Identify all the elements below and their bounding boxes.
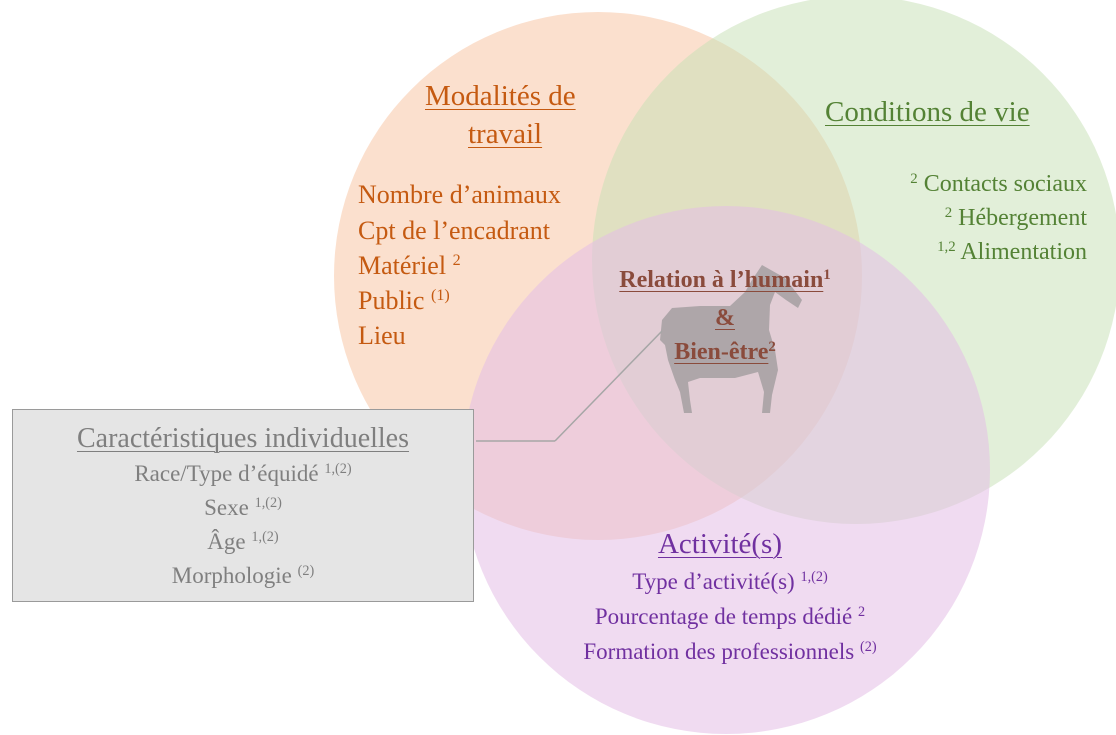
- horse-icon: [660, 265, 802, 413]
- modalites-title-line2: travail: [468, 118, 543, 150]
- individual-item: Race/Type d’équidé 1,(2): [134, 461, 352, 486]
- modalites-item: Cpt de l’encadrant: [358, 216, 551, 245]
- center-label-line1: Relation à l’humain1: [619, 266, 831, 293]
- center-label-line2: &: [715, 305, 735, 331]
- activites-item: Type d’activité(s) 1,(2): [632, 569, 828, 594]
- conditions-item: 2 Hébergement: [944, 204, 1087, 231]
- activites-item: Pourcentage de temps dédié 2: [594, 604, 866, 629]
- connector-line-diagonal: [554, 330, 663, 442]
- center-label-line3: Bien-être2: [674, 338, 776, 365]
- modalites-item: Lieu: [358, 321, 406, 350]
- conditions-item: 2 Contacts sociaux: [910, 170, 1087, 197]
- individual-title: Caractéristiques individuelles: [76, 423, 410, 454]
- conditions-title: Conditions de vie: [825, 96, 1030, 128]
- modalites-title-line1: Modalités de: [425, 80, 576, 112]
- activites-title: Activité(s): [657, 528, 782, 560]
- individual-item: Morphologie (2): [171, 563, 315, 588]
- individual-box: [12, 409, 474, 602]
- conditions-item: 1,2 Alimentation: [937, 238, 1087, 265]
- circle-activites: [462, 206, 990, 734]
- modalites-item: Nombre d’animaux: [358, 180, 561, 209]
- modalites-item: Matériel 2: [358, 251, 461, 280]
- activites-item: Formation des professionnels (2): [583, 639, 877, 664]
- individual-item: Sexe 1,(2): [204, 495, 282, 520]
- modalites-item: Public (1): [358, 286, 450, 315]
- individual-item: Âge 1,(2): [207, 529, 279, 554]
